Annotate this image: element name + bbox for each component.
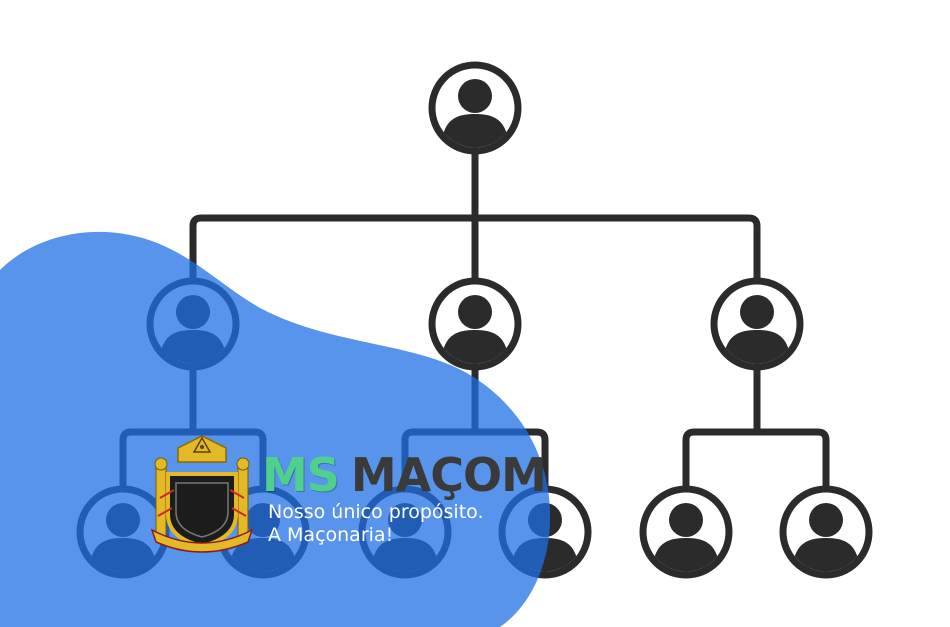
staff-right-1-person-icon [643,489,729,577]
blue-blob-shape [0,231,551,627]
staff-right-2-person-icon [783,489,869,577]
tagline-line-2: A Maçonaria! [268,524,394,546]
right-staff-connector [682,362,830,492]
masonic-crest-icon [150,435,254,553]
manager-center-person-icon [432,281,518,369]
root-person-icon [432,65,518,153]
brand-ms: MS [262,448,340,502]
brand-macom: MAÇOM [350,448,547,502]
manager-right-person-icon [714,281,800,369]
brand-tagline: Nosso único propósito. A Maçonaria! [268,501,484,547]
tagline-line-1: Nosso único propósito. [268,501,484,523]
